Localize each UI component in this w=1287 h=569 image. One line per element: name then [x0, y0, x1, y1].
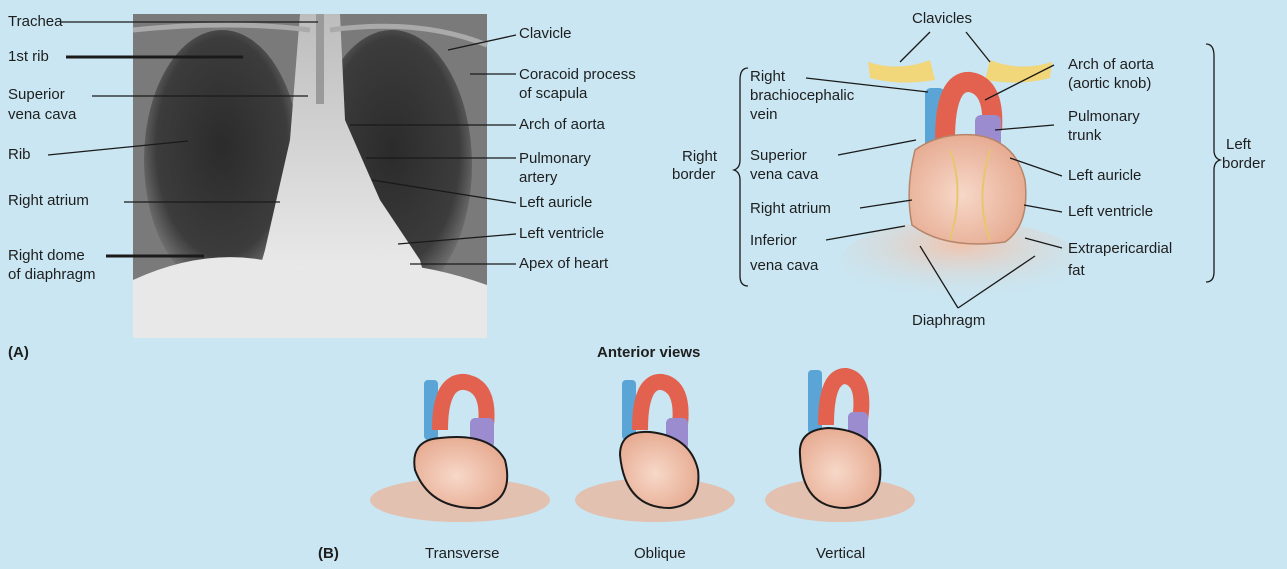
- label-right-brachio-1: Right: [750, 68, 785, 85]
- label-right-atrium-xray: Right atrium: [8, 192, 89, 209]
- label-left-border-2: border: [1222, 155, 1265, 172]
- label-right-dome-2: of diaphragm: [8, 266, 96, 283]
- label-trachea: Trachea: [8, 13, 62, 30]
- label-right-dome-1: Right dome: [8, 247, 85, 264]
- label-clavicle: Clavicle: [519, 25, 572, 42]
- label-left-auricle-xray: Left auricle: [519, 194, 592, 211]
- label-right-atrium-heart: Right atrium: [750, 200, 831, 217]
- label-right-brachio-3: vein: [750, 106, 778, 123]
- label-ivc-2: vena cava: [750, 257, 818, 274]
- label-view-oblique: Oblique: [634, 545, 686, 562]
- label-pulm-trunk-2: trunk: [1068, 127, 1101, 144]
- label-left-ventricle-heart: Left ventricle: [1068, 203, 1153, 220]
- label-superior-vena-cava-1: Superior: [8, 86, 65, 103]
- label-coracoid-2: of scapula: [519, 85, 587, 102]
- label-left-border-1: Left: [1226, 136, 1251, 153]
- chest-xray: [133, 14, 487, 338]
- label-clavicles: Clavicles: [912, 10, 972, 27]
- anterior-views-title: Anterior views: [597, 344, 700, 361]
- label-left-ventricle-xray: Left ventricle: [519, 225, 604, 242]
- label-extra-fat-2: fat: [1068, 262, 1085, 279]
- label-arch-2: (aortic knob): [1068, 75, 1151, 92]
- small-heart-transverse: [370, 380, 550, 522]
- label-pulmonary-artery-1: Pulmonary: [519, 150, 591, 167]
- label-pulmonary-artery-2: artery: [519, 169, 557, 186]
- label-svc-2: vena cava: [750, 166, 818, 183]
- panel-a-tag: (A): [8, 344, 29, 361]
- label-extra-fat-1: Extrapericardial: [1068, 240, 1172, 257]
- label-svc-1: Superior: [750, 147, 807, 164]
- label-arch-of-aorta-xray: Arch of aorta: [519, 116, 605, 133]
- label-diaphragm: Diaphragm: [912, 312, 985, 329]
- label-right-border-1: Right: [682, 148, 717, 165]
- label-rib: Rib: [8, 146, 31, 163]
- label-view-vertical: Vertical: [816, 545, 865, 562]
- label-arch-1: Arch of aorta: [1068, 56, 1154, 73]
- panel-b-tag: (B): [318, 545, 339, 562]
- label-coracoid-1: Coracoid process: [519, 66, 636, 83]
- small-heart-oblique: [575, 380, 735, 522]
- label-apex: Apex of heart: [519, 255, 608, 272]
- label-left-auricle-heart: Left auricle: [1068, 167, 1141, 184]
- label-view-transverse: Transverse: [425, 545, 499, 562]
- label-superior-vena-cava-2: vena cava: [8, 106, 76, 123]
- label-ivc-1: Inferior: [750, 232, 797, 249]
- small-heart-vertical: [765, 370, 915, 522]
- label-pulm-trunk-1: Pulmonary: [1068, 108, 1140, 125]
- label-first-rib: 1st rib: [8, 48, 49, 65]
- label-right-brachio-2: brachiocephalic: [750, 87, 854, 104]
- heart-illustration-main: [840, 60, 1080, 304]
- label-right-border-2: border: [672, 166, 715, 183]
